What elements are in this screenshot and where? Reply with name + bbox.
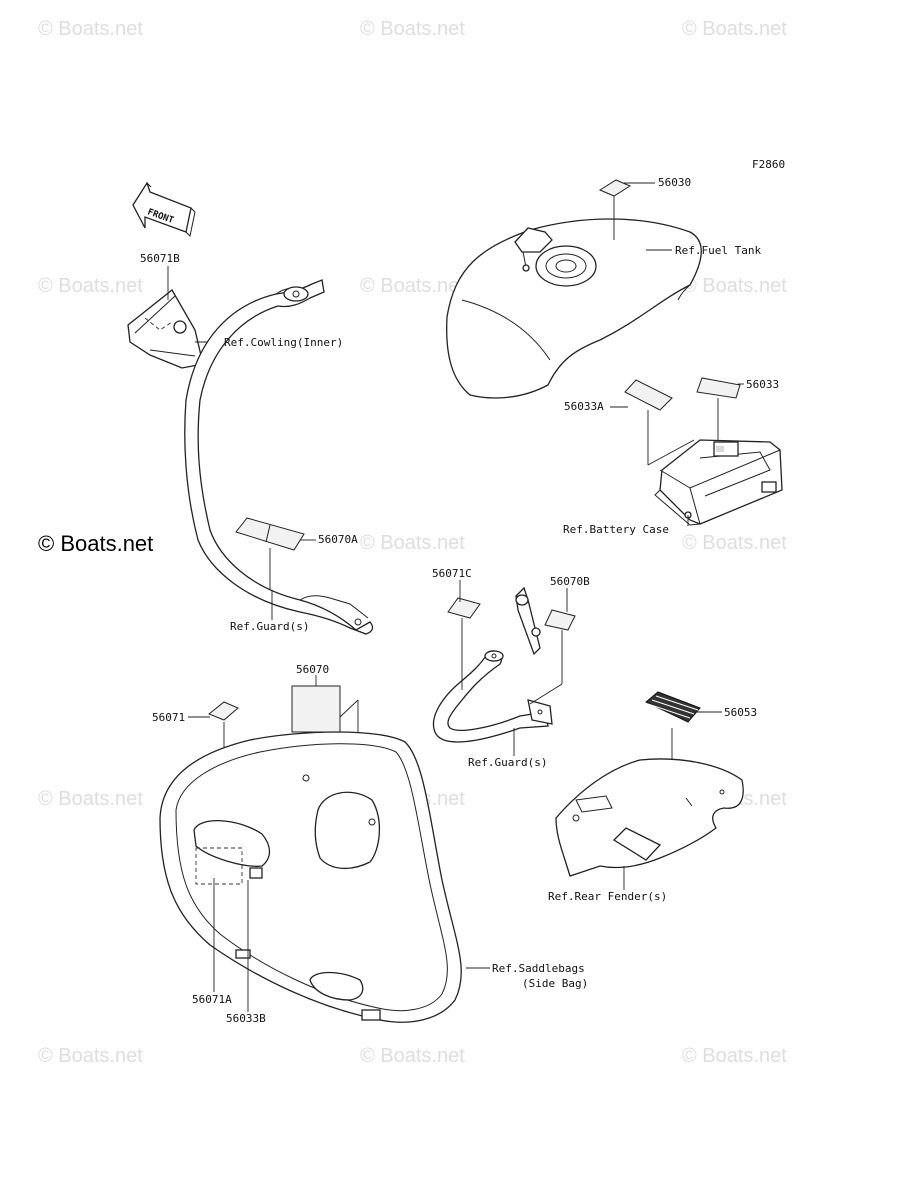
watermark: © Boats.net bbox=[682, 18, 787, 40]
part-56071C: 56071C bbox=[432, 567, 472, 580]
decal-56053 bbox=[645, 691, 701, 723]
watermark: © Boats.net bbox=[38, 18, 143, 40]
part-56053: 56053 bbox=[724, 706, 758, 719]
decal-56033A bbox=[624, 379, 673, 411]
watermark: © Boats.net bbox=[38, 1045, 143, 1067]
watermark: © Boats.net bbox=[38, 788, 143, 810]
decal-56071 bbox=[208, 701, 239, 721]
watermark: © Boats.net bbox=[360, 532, 465, 554]
guard-center bbox=[432, 586, 553, 743]
part-56033: 56033 bbox=[746, 378, 780, 391]
decal-56070 bbox=[291, 685, 341, 733]
rear-fender bbox=[555, 758, 744, 890]
part-56033B: 56033B bbox=[226, 1012, 266, 1025]
saddlebag bbox=[159, 731, 490, 1023]
part-56071: 56071 bbox=[152, 711, 186, 724]
ref-guard-left: Ref.Guard(s) bbox=[230, 620, 310, 633]
part-56070: 56070 bbox=[296, 663, 330, 676]
watermark: © Boats.net bbox=[682, 275, 787, 297]
decal-56033 bbox=[696, 377, 741, 399]
watermark-main: © Boats.net bbox=[38, 531, 154, 556]
part-56033A: 56033A bbox=[564, 400, 604, 413]
watermark: © Boats.net bbox=[360, 18, 465, 40]
ref-saddlebags-side: (Side Bag) bbox=[522, 977, 589, 990]
battery-case bbox=[654, 439, 783, 526]
part-56070B: 56070B bbox=[550, 575, 590, 588]
fuel-tank bbox=[446, 196, 702, 399]
part-56070A: 56070A bbox=[318, 533, 358, 546]
ref-saddlebags: Ref.Saddlebags bbox=[492, 962, 585, 975]
figure-code: F2860 bbox=[752, 158, 786, 171]
ref-battery-case: Ref.Battery Case bbox=[563, 523, 669, 536]
watermark: © Boats.net bbox=[38, 275, 143, 297]
front-arrow: FRONT bbox=[132, 181, 196, 238]
part-56071B: 56071B bbox=[140, 252, 180, 265]
decal-56070A bbox=[235, 517, 305, 551]
part-56030: 56030 bbox=[658, 176, 692, 189]
ref-rear-fender: Ref.Rear Fender(s) bbox=[548, 890, 668, 903]
watermark: © Boats.net bbox=[682, 532, 787, 554]
cowling-inner bbox=[127, 266, 222, 369]
watermark: © Boats.net bbox=[360, 1045, 465, 1067]
ref-cowling: Ref.Cowling(Inner) bbox=[224, 336, 344, 349]
part-56071A: 56071A bbox=[192, 993, 232, 1006]
decal-56071C bbox=[447, 597, 481, 619]
watermark: © Boats.net bbox=[682, 1045, 787, 1067]
ref-fuel-tank: Ref.Fuel Tank bbox=[675, 244, 762, 257]
decal-56070B bbox=[544, 609, 576, 631]
decal-56030 bbox=[598, 179, 632, 197]
ref-guard-center: Ref.Guard(s) bbox=[468, 756, 548, 769]
guard-left bbox=[184, 279, 374, 635]
watermark: © Boats.net bbox=[360, 275, 465, 297]
